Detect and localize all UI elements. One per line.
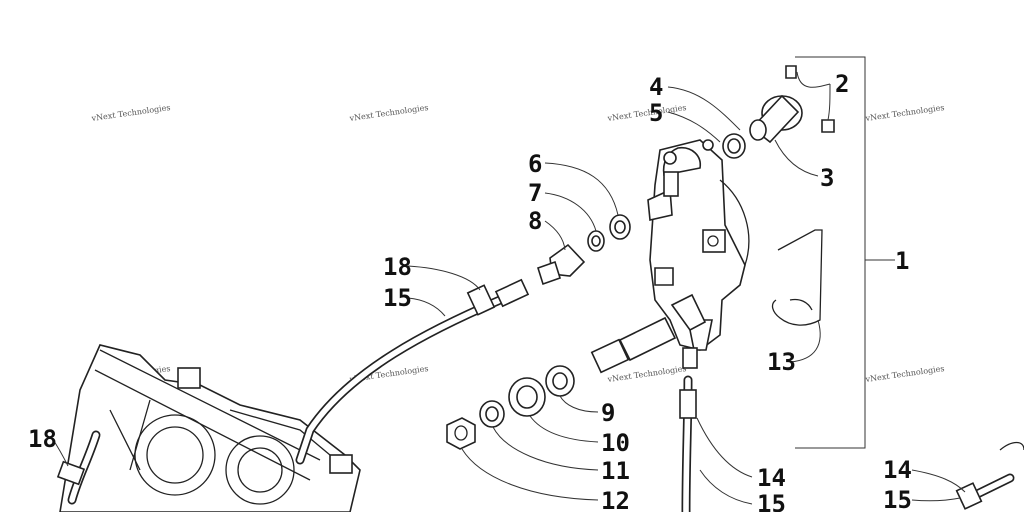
assembly-bracket: [795, 56, 895, 449]
callout-3: 3: [820, 164, 834, 192]
engine-throttle-body: [59, 344, 361, 512]
watermark-text: vNext Technologies: [606, 364, 687, 384]
callout-labels: 1 2 3 4 5 6 7 8 9 10 11 12 13 14 15 14 1…: [28, 70, 912, 512]
leader-lines: [51, 71, 966, 505]
callout-1: 1: [895, 247, 909, 275]
callout-10: 10: [601, 429, 630, 457]
watermark-text: vNext Technologies: [864, 103, 945, 123]
callout-11: 11: [601, 457, 630, 485]
callout-15-right: 15: [883, 486, 912, 512]
watermark-text: vNext Technologies: [606, 103, 687, 123]
outlet-fitting: [446, 293, 707, 450]
callout-15-outlet: 15: [757, 490, 786, 512]
callout-14-right: 14: [883, 456, 912, 484]
callout-18-lower: 18: [28, 425, 57, 453]
callout-4: 4: [649, 73, 663, 101]
callout-5: 5: [649, 99, 663, 127]
watermark-text: vNext Technologies: [864, 364, 945, 384]
callout-9: 9: [601, 399, 615, 427]
pressure-regulator: [722, 65, 835, 159]
watermark-text: vNext Technologies: [90, 103, 171, 123]
callout-18-upper: 18: [383, 253, 412, 281]
callout-14-outlet: 14: [757, 464, 786, 492]
inlet-fitting: [537, 171, 679, 286]
callout-7: 7: [528, 179, 542, 207]
callout-2: 2: [835, 70, 849, 98]
callout-13: 13: [767, 348, 796, 376]
watermark-text: vNext Technologies: [348, 103, 429, 123]
callout-6: 6: [528, 150, 542, 178]
watermarks: vNext Technologies vNext Technologies vN…: [90, 103, 945, 384]
fuel-hoses: [56, 278, 1024, 512]
callout-8: 8: [528, 207, 542, 235]
callout-12: 12: [601, 487, 630, 512]
retaining-clip: [771, 229, 823, 326]
callout-15-upper: 15: [383, 284, 412, 312]
